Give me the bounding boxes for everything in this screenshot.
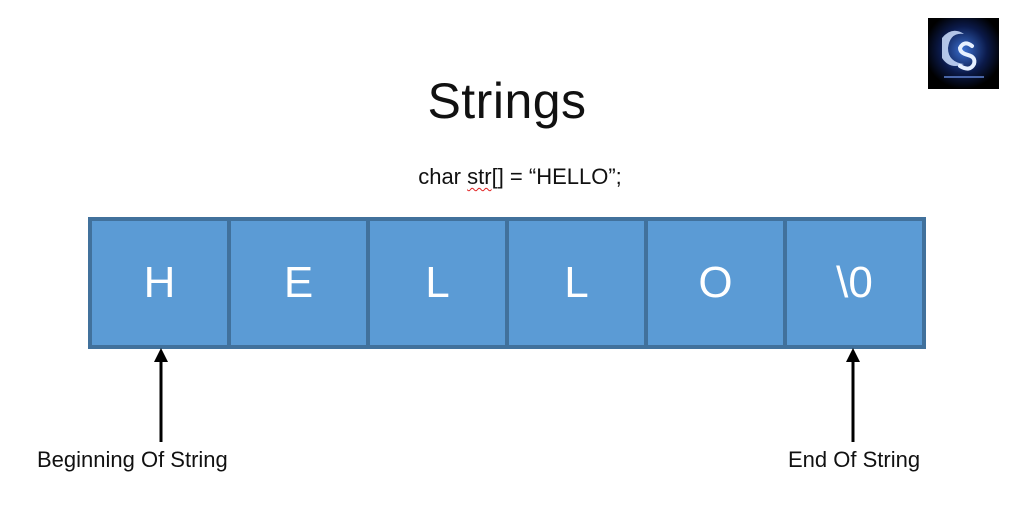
array-cell-2: L <box>370 221 505 345</box>
code-prefix: char <box>418 164 468 189</box>
array-cell-5: \0 <box>787 221 922 345</box>
char-array: H E L L O \0 <box>88 217 926 349</box>
start-arrow-icon <box>151 346 171 442</box>
end-label: End Of String <box>788 447 921 472</box>
array-cell-1: E <box>231 221 366 345</box>
beginning-label: Beginning Of String <box>37 447 228 472</box>
end-arrow-icon <box>843 346 863 442</box>
code-declaration: char str[] = “HELLO”; <box>0 164 1024 190</box>
array-cell-4: O <box>648 221 783 345</box>
code-identifier: str <box>467 164 492 189</box>
cs-logo-icon <box>928 18 999 89</box>
page-title: Strings <box>427 73 587 129</box>
code-suffix: [] = “HELLO”; <box>491 164 622 189</box>
array-cell-3: L <box>509 221 644 345</box>
array-cell-0: H <box>92 221 227 345</box>
